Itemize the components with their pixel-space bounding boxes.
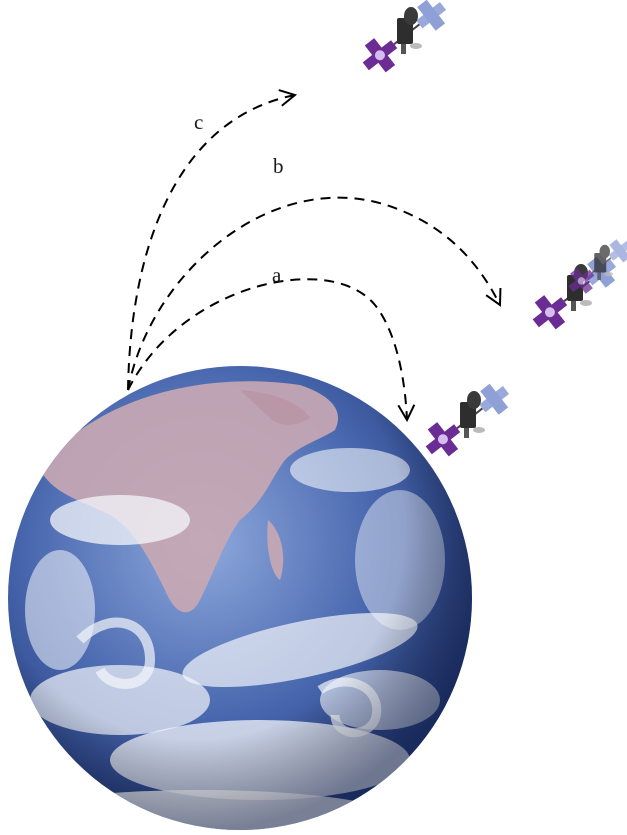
orbit-path-a	[127, 278, 416, 423]
satellite-icon	[524, 248, 625, 338]
orbit-path-b	[127, 196, 502, 391]
path-label-a: a	[272, 263, 282, 287]
transfer-paths	[127, 89, 502, 423]
orbit-path-c	[127, 89, 298, 391]
satellite-icon	[417, 375, 518, 465]
satellite-icon	[562, 233, 627, 301]
satellite-icon	[354, 0, 455, 81]
earth-globe	[8, 366, 472, 830]
path-label-b: b	[273, 154, 284, 178]
path-label-c: c	[194, 110, 203, 134]
